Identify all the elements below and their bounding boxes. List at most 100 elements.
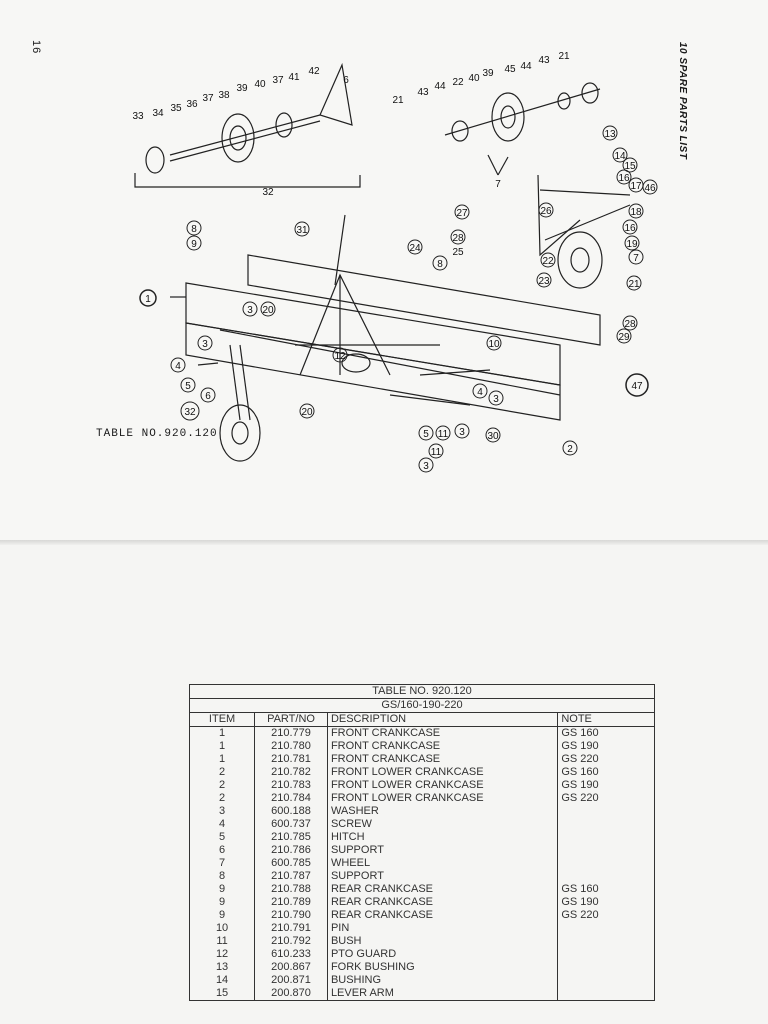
cell-part-no: 210.786: [254, 844, 328, 857]
cell-note: GS 160: [557, 883, 655, 896]
svg-text:21: 21: [558, 51, 570, 62]
svg-text:29: 29: [618, 332, 630, 343]
table-title: TABLE NO. 920.120: [189, 684, 655, 699]
cell-description: REAR CRANKCASE: [326, 896, 559, 909]
cell-item: 1: [188, 753, 256, 766]
svg-text:46: 46: [644, 183, 656, 194]
header-item: ITEM: [188, 712, 256, 727]
cell-description: REAR CRANKCASE: [326, 909, 559, 922]
cell-item: 15: [188, 987, 256, 1001]
cell-note: GS 190: [557, 896, 655, 909]
svg-text:26: 26: [540, 206, 552, 217]
cell-part-no: 210.789: [254, 896, 328, 909]
cell-part-no: 210.784: [254, 792, 328, 805]
svg-text:20: 20: [262, 305, 274, 316]
svg-text:45: 45: [504, 64, 516, 75]
cell-item: 14: [188, 974, 256, 987]
svg-text:8: 8: [191, 224, 197, 235]
cell-part-no: 200.871: [254, 974, 328, 987]
svg-text:40: 40: [468, 73, 480, 84]
svg-text:6: 6: [343, 75, 349, 86]
cell-item: 1: [188, 740, 256, 753]
svg-text:28: 28: [452, 233, 464, 244]
cell-description: FRONT CRANKCASE: [326, 740, 559, 753]
cell-item: 2: [188, 779, 256, 792]
cell-description: FORK BUSHING: [326, 961, 559, 974]
svg-text:44: 44: [520, 61, 532, 72]
cell-item: 11: [188, 935, 256, 948]
cell-part-no: 210.780: [254, 740, 328, 753]
svg-text:44: 44: [434, 81, 446, 92]
svg-text:39: 39: [482, 68, 494, 79]
cell-description: REAR CRANKCASE: [326, 883, 559, 896]
svg-text:24: 24: [409, 243, 421, 254]
svg-text:11: 11: [438, 429, 449, 440]
cell-note: GS 160: [557, 726, 655, 740]
diagram-caption: TABLE NO.920.120: [96, 428, 218, 440]
cell-part-no: 210.790: [254, 909, 328, 922]
cell-note: GS 220: [557, 792, 655, 805]
cell-note: GS 190: [557, 740, 655, 753]
svg-text:12: 12: [334, 351, 346, 362]
svg-text:37: 37: [272, 75, 284, 86]
svg-text:43: 43: [538, 55, 550, 66]
cell-part-no: 200.867: [254, 961, 328, 974]
svg-text:22: 22: [452, 77, 464, 88]
left-hub-assembly: [134, 62, 361, 188]
svg-text:16: 16: [624, 223, 636, 234]
cell-part-no: 200.870: [254, 987, 328, 1001]
svg-text:7: 7: [495, 179, 501, 190]
cell-description: WASHER: [326, 805, 559, 818]
svg-text:16: 16: [618, 173, 630, 184]
right-hub-assembly: [444, 82, 601, 176]
cell-note: [557, 805, 655, 818]
svg-text:11: 11: [431, 447, 442, 458]
svg-text:4: 4: [175, 361, 181, 372]
svg-text:17: 17: [630, 181, 642, 192]
cell-item: 1: [188, 726, 256, 740]
hitch-frame: [295, 214, 440, 376]
svg-text:5: 5: [185, 381, 191, 392]
cell-note: GS 190: [557, 779, 655, 792]
svg-text:28: 28: [624, 319, 636, 330]
svg-text:7: 7: [633, 253, 639, 264]
cell-part-no: 210.788: [254, 883, 328, 896]
svg-text:3: 3: [459, 427, 465, 438]
cell-item: 10: [188, 922, 256, 935]
header-part-no: PART/NO: [254, 712, 328, 727]
cell-item: 4: [188, 818, 256, 831]
svg-text:2: 2: [567, 444, 573, 455]
table-subtitle: GS/160-190-220: [189, 698, 655, 713]
cell-part-no: 210.779: [254, 726, 328, 740]
cell-item: 13: [188, 961, 256, 974]
svg-text:37: 37: [202, 93, 214, 104]
svg-text:21: 21: [392, 95, 404, 106]
cell-description: WHEEL: [326, 857, 559, 870]
cell-note: [557, 922, 655, 935]
cell-item: 9: [188, 896, 256, 909]
svg-text:41: 41: [288, 72, 300, 83]
cell-description: FRONT CRANKCASE: [326, 726, 559, 740]
cell-part-no: 210.787: [254, 870, 328, 883]
cell-description: SUPPORT: [326, 870, 559, 883]
left-wheel: [219, 344, 261, 462]
svg-text:13: 13: [604, 129, 616, 140]
cell-description: SUPPORT: [326, 844, 559, 857]
cell-part-no: 210.785: [254, 831, 328, 844]
svg-text:40: 40: [254, 79, 266, 90]
cell-description: HITCH: [326, 831, 559, 844]
cell-part-no: 600.188: [254, 805, 328, 818]
crankcase-beams: [185, 254, 601, 421]
svg-text:25: 25: [452, 247, 464, 258]
cell-part-no: 610.233: [254, 948, 328, 961]
